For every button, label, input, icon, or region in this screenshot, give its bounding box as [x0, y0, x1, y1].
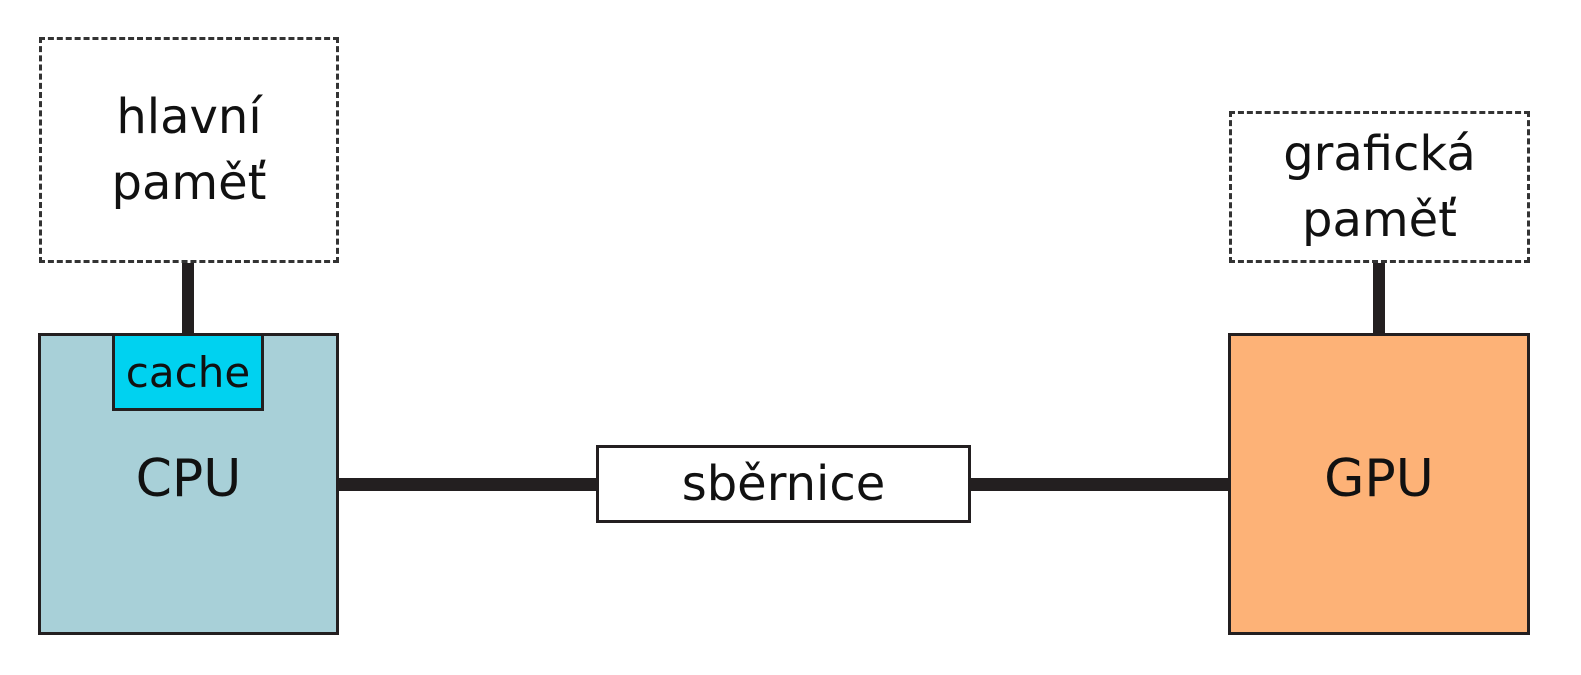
- main-memory-label: hlavní paměť: [112, 84, 267, 216]
- graphics-memory-label: grafická paměť: [1283, 121, 1476, 253]
- main-memory-connector: [182, 261, 194, 335]
- graphics-memory-connector: [1373, 261, 1385, 335]
- bus-box: sběrnice: [596, 445, 971, 523]
- bus-label: sběrnice: [681, 456, 886, 512]
- main-memory-label-line2: paměť: [111, 155, 267, 211]
- cache-label: cache: [125, 347, 251, 397]
- gpu-box: GPU: [1228, 333, 1530, 635]
- graphics-memory-box: grafická paměť: [1229, 111, 1530, 263]
- bus-gpu-connector: [969, 478, 1230, 491]
- cpu-bus-connector: [337, 478, 598, 491]
- gpu-label: GPU: [1324, 449, 1434, 509]
- graphics-memory-label-line1: grafická: [1283, 126, 1476, 182]
- main-memory-box: hlavní paměť: [39, 37, 339, 263]
- cache-box: cache: [112, 333, 264, 411]
- main-memory-label-line1: hlavní: [116, 89, 262, 145]
- cpu-label: CPU: [135, 449, 242, 509]
- graphics-memory-label-line2: paměť: [1301, 192, 1457, 248]
